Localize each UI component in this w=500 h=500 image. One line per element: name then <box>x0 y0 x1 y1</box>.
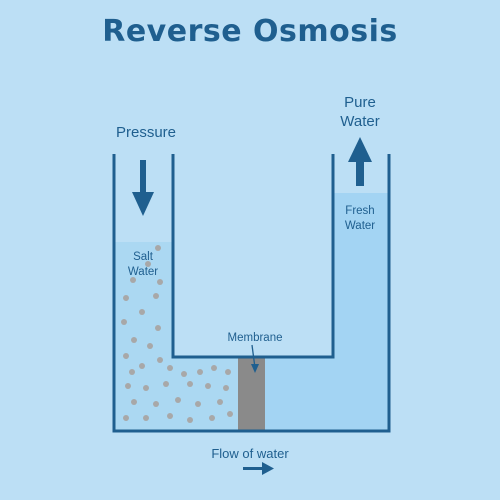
salt-particle <box>139 363 145 369</box>
salt-particle <box>125 383 131 389</box>
salt-particle <box>205 383 211 389</box>
salt-particle <box>157 357 163 363</box>
salt-particle <box>157 279 163 285</box>
salt-particle <box>123 353 129 359</box>
salt-particle <box>143 385 149 391</box>
salt-particle <box>121 319 127 325</box>
membrane <box>238 357 265 431</box>
membrane-label-text: Membrane <box>227 332 283 344</box>
salt-particle <box>181 371 187 377</box>
salt-water-label-line2: Water <box>127 266 159 278</box>
fresh-water-region <box>265 193 389 431</box>
pressure-label-text: Pressure <box>115 124 177 141</box>
salt-particles <box>121 245 233 423</box>
pressure-label: Pressure <box>96 124 196 141</box>
pure-water-label: Pure Water <box>320 93 400 131</box>
salt-particle <box>145 261 151 267</box>
flow-of-water-label-text: Flow of water <box>211 446 289 461</box>
salt-water-label-line1: Salt <box>133 251 153 263</box>
salt-particle <box>123 295 129 301</box>
salt-particle <box>153 293 159 299</box>
salt-particle <box>163 381 169 387</box>
salt-particle <box>209 415 215 421</box>
salt-particle <box>167 365 173 371</box>
arrow-right-icon <box>243 462 274 475</box>
salt-particle <box>139 309 145 315</box>
salt-particle <box>223 385 229 391</box>
arrow-up-icon <box>348 137 372 186</box>
membrane-label: Membrane <box>205 331 305 346</box>
fresh-water-label-line2: Water <box>344 220 376 232</box>
flow-of-water-label: Flow of water <box>195 446 305 461</box>
salt-particle <box>175 397 181 403</box>
salt-particle <box>195 401 201 407</box>
salt-particle <box>131 337 137 343</box>
salt-particle <box>143 415 149 421</box>
salt-particle <box>217 399 223 405</box>
salt-particle <box>227 411 233 417</box>
salt-particle <box>187 417 193 423</box>
fresh-water-label: Fresh Water <box>330 204 390 234</box>
pure-water-label-line1: Pure <box>344 94 376 111</box>
salt-particle <box>155 245 161 251</box>
salt-particle <box>155 325 161 331</box>
salt-particle <box>130 277 136 283</box>
salt-particle <box>153 401 159 407</box>
salt-particle <box>187 381 193 387</box>
membrane-pointer-icon <box>251 344 259 373</box>
arrow-down-icon <box>132 160 154 216</box>
pure-water-label-line2: Water <box>340 113 380 130</box>
salt-particle <box>167 413 173 419</box>
page-title: Reverse Osmosis <box>102 14 398 49</box>
salt-particle <box>123 415 129 421</box>
salt-particle <box>147 343 153 349</box>
fresh-water-label-line1: Fresh <box>345 205 375 217</box>
salt-particle <box>129 369 135 375</box>
salt-particle <box>225 369 231 375</box>
salt-particle <box>211 365 217 371</box>
salt-particle <box>197 369 203 375</box>
salt-water-label: Salt Water <box>118 250 168 280</box>
salt-particle <box>131 399 137 405</box>
